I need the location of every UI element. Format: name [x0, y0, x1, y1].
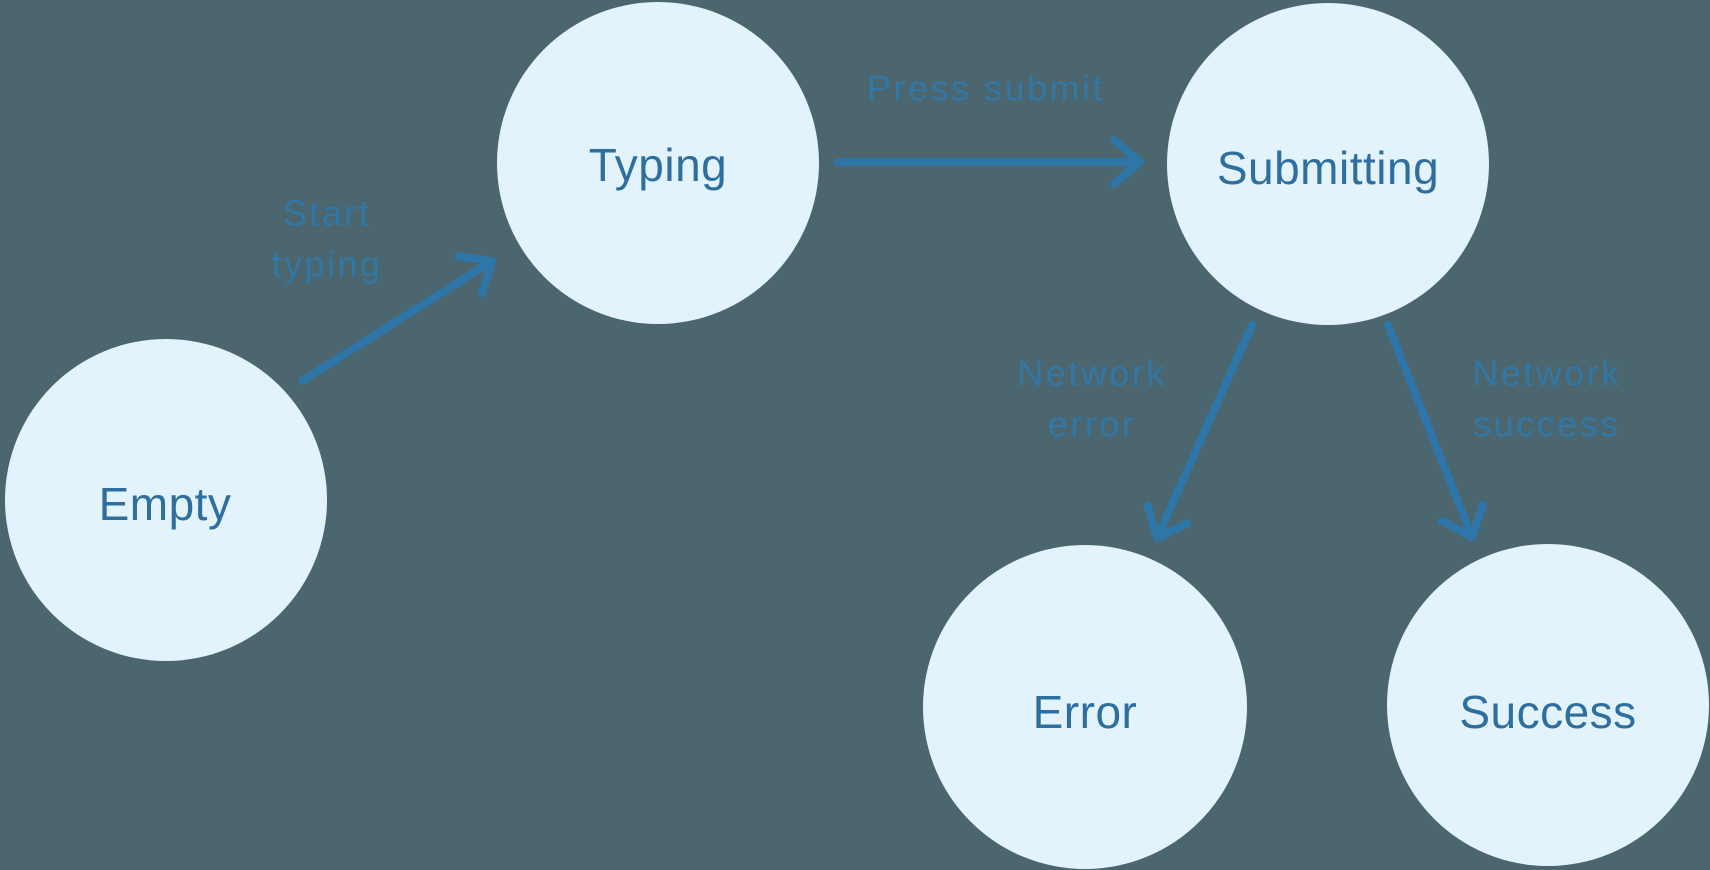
edge-label-network-error-line2: error [1048, 404, 1137, 445]
edge-label-start-typing-line1: Start [283, 193, 372, 234]
node-circle-empty [5, 339, 327, 661]
edge-group [298, 136, 1487, 542]
node-circle-success [1387, 544, 1709, 866]
edge-arrow-empty-to-typing [298, 252, 496, 385]
node-label-empty: Empty [99, 478, 232, 530]
edge-label-group: Start typing Press submit Network error … [271, 68, 1622, 445]
state-node-typing: Typing [497, 2, 819, 324]
edge-label-network-success-line2: success [1473, 404, 1621, 445]
edge-label-network-error-line1: Network [1017, 353, 1167, 394]
node-group: Empty Typing Submitting Error Success [5, 2, 1709, 869]
node-circle-typing [497, 2, 819, 324]
state-node-empty: Empty [5, 339, 327, 661]
node-label-success: Success [1459, 686, 1636, 738]
edge-label-press-submit: Press submit [867, 68, 1105, 109]
node-label-error: Error [1033, 686, 1138, 738]
state-node-submitting: Submitting [1167, 3, 1489, 325]
node-circle-error [923, 545, 1247, 869]
state-node-success: Success [1387, 544, 1709, 866]
node-label-typing: Typing [589, 139, 728, 191]
node-circle-submitting [1167, 3, 1489, 325]
edge-arrow-submitting-to-error [1143, 321, 1256, 542]
edge-arrow-submitting-to-success [1384, 321, 1487, 541]
edge-label-network-success-line1: Network [1472, 353, 1622, 394]
state-node-error: Error [923, 545, 1247, 869]
edge-label-start-typing-line2: typing [271, 244, 382, 285]
node-label-submitting: Submitting [1217, 142, 1439, 194]
